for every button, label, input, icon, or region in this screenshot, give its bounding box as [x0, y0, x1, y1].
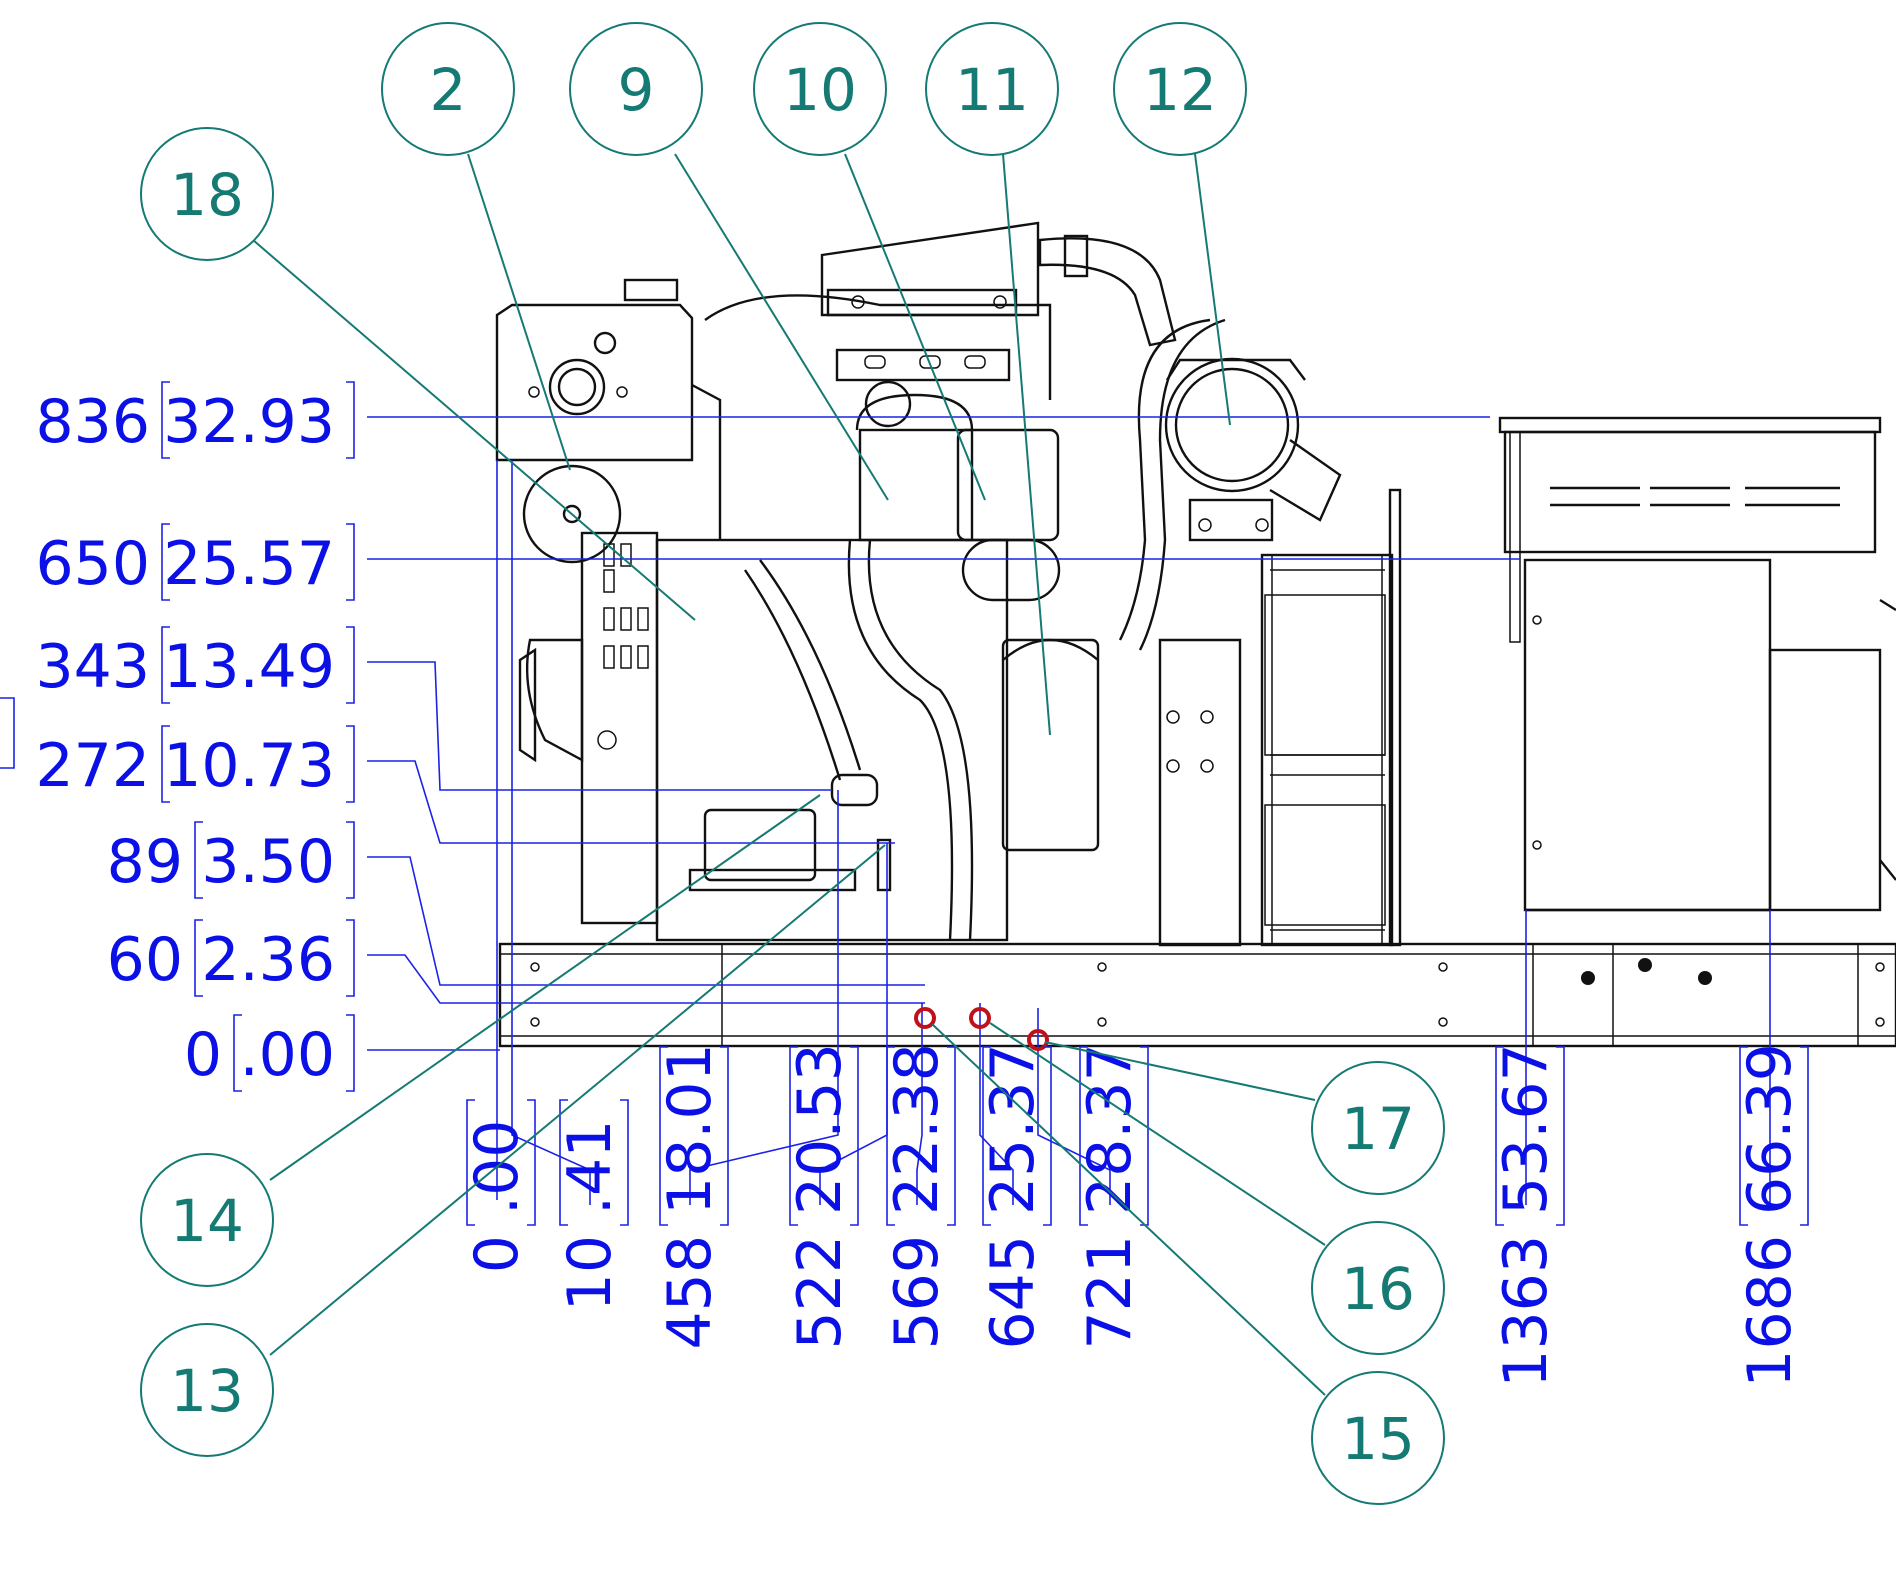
svg-text:11: 11: [955, 56, 1029, 124]
vdim-89-mm: 89: [107, 827, 183, 897]
svg-text:16: 16: [1341, 1255, 1415, 1323]
balloon-17: 17: [1311, 1061, 1445, 1195]
balloon-9: 9: [569, 22, 703, 156]
balloon-12: 12: [1113, 22, 1247, 156]
balloon-13: 13: [140, 1323, 274, 1457]
hdim-0-mm: 0: [462, 1235, 532, 1273]
hdim-645-mm: 645: [978, 1235, 1048, 1350]
vertical-dimensions: 836 32.93 650 25.57 343 13.49 272 10.73 …: [35, 381, 355, 1092]
vdim-272-in: 10.73: [163, 731, 335, 801]
vdim-343-mm: 343: [35, 632, 150, 702]
hdim-721-in: 28.37: [1075, 1043, 1145, 1215]
hdim-522-mm: 522: [785, 1235, 855, 1350]
svg-text:12: 12: [1143, 56, 1217, 124]
hdim-645-in: 25.37: [978, 1043, 1048, 1215]
svg-text:15: 15: [1341, 1405, 1415, 1473]
balloon-14: 14: [140, 1153, 274, 1287]
balloon-16: 16: [1311, 1221, 1445, 1355]
vdim-60-mm: 60: [107, 925, 183, 995]
balloon-15: 15: [1311, 1371, 1445, 1505]
hdim-10-mm: 10: [555, 1235, 625, 1311]
radiator-fins: [1270, 569, 1385, 931]
hdim-458-in: 18.01: [655, 1043, 725, 1215]
balloon-2: 2: [381, 22, 515, 156]
generator-set-outline: [495, 221, 1896, 1048]
hdim-569-mm: 569: [882, 1235, 952, 1350]
balloon-11: 11: [925, 22, 1059, 156]
vdim-836-in: 32.93: [163, 387, 335, 457]
svg-text:9: 9: [618, 56, 655, 124]
hdim-569-in: 22.38: [882, 1043, 952, 1215]
svg-text:14: 14: [170, 1187, 244, 1255]
svg-text:13: 13: [170, 1357, 244, 1425]
hdim-1686-mm: 1686: [1735, 1235, 1805, 1388]
hdim-1363-mm: 1363: [1491, 1235, 1561, 1388]
vdim-343-in: 13.49: [163, 632, 335, 702]
vdim-272-mm: 272: [35, 731, 150, 801]
vdim-836-mm: 836: [35, 387, 150, 457]
dimension-lines: [0, 416, 1771, 1205]
ports: [914, 1007, 1049, 1051]
svg-text:17: 17: [1341, 1095, 1415, 1163]
balloon-18: 18: [140, 127, 274, 261]
horizontal-dimensions: .00 0 .41 10 18.01 458 20.53 522 22.38 5…: [462, 1043, 1809, 1388]
vdim-0-mm: 0: [184, 1020, 222, 1090]
svg-text:10: 10: [783, 56, 857, 124]
balloon-leaders: [252, 153, 1326, 1396]
vdim-650-mm: 650: [35, 529, 150, 599]
balloon-10: 10: [753, 22, 887, 156]
svg-text:18: 18: [170, 161, 244, 229]
vdim-89-in: 3.50: [201, 827, 335, 897]
hdim-522-in: 20.53: [785, 1043, 855, 1215]
hdim-10-in: .41: [555, 1120, 625, 1215]
vdim-60-in: 2.36: [201, 925, 335, 995]
hdim-1363-in: 53.67: [1491, 1043, 1561, 1215]
svg-text:2: 2: [430, 56, 467, 124]
hdim-458-mm: 458: [655, 1235, 725, 1350]
vdim-0-in: .00: [240, 1020, 335, 1090]
vdim-650-in: 25.57: [163, 529, 335, 599]
hdim-1686-in: 66.39: [1735, 1043, 1805, 1215]
hdim-721-mm: 721: [1075, 1235, 1145, 1350]
